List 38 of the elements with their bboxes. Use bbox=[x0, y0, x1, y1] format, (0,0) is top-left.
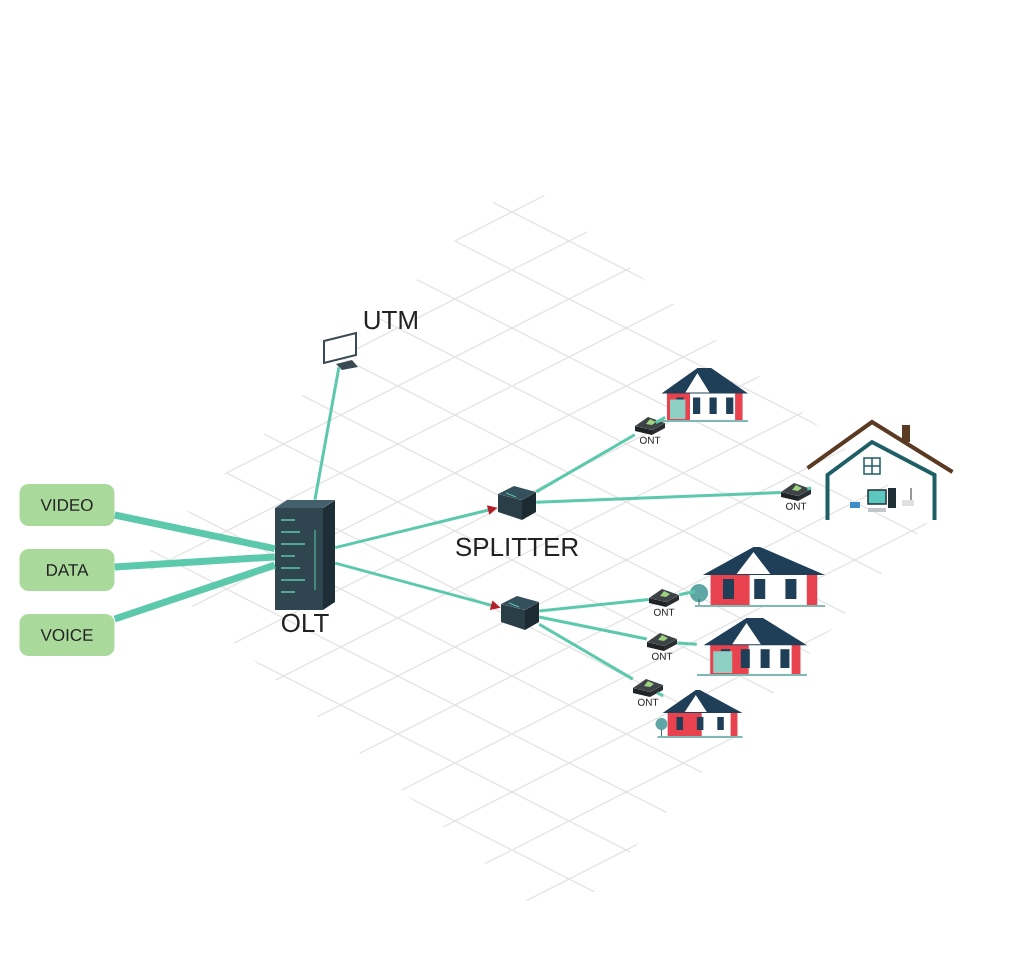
node-label: ONT bbox=[639, 436, 661, 444]
node-label: ONT bbox=[651, 652, 673, 660]
ont-device-drawing: ONT bbox=[633, 679, 663, 706]
connector-line bbox=[806, 486, 812, 491]
node-label: ONT bbox=[653, 608, 675, 616]
connector-line bbox=[655, 415, 666, 424]
connector-line bbox=[538, 615, 648, 641]
label-box: DATA bbox=[19, 549, 115, 591]
monitor-drawing: UTM bbox=[323, 311, 417, 370]
connector-line bbox=[114, 553, 276, 571]
connector-line bbox=[539, 598, 649, 613]
node-label: OLT bbox=[281, 613, 329, 633]
connector-line bbox=[113, 561, 276, 623]
splitter-drawing bbox=[501, 596, 539, 630]
connector-line bbox=[656, 691, 664, 698]
ont-device-drawing: ONT bbox=[781, 483, 811, 510]
ont-device-drawing: ONT bbox=[649, 589, 679, 616]
server-drawing: OLT bbox=[275, 500, 335, 633]
house-outline-drawing bbox=[806, 419, 954, 520]
connector-line bbox=[677, 641, 697, 646]
connector-line bbox=[536, 491, 781, 504]
house-drawing bbox=[689, 547, 826, 607]
connector-line bbox=[678, 590, 696, 597]
house-drawing bbox=[655, 368, 749, 422]
ont-device-drawing: ONT bbox=[635, 417, 665, 444]
node-label: ONT bbox=[637, 698, 659, 706]
connector-line bbox=[114, 511, 276, 553]
label-box: VIDEO bbox=[19, 484, 115, 526]
connector-line bbox=[538, 622, 634, 681]
connector-line bbox=[535, 433, 636, 494]
splitter-drawing: SPLITTER bbox=[456, 486, 578, 557]
label-box: VOICE bbox=[19, 614, 115, 656]
node-label: UTM bbox=[364, 311, 417, 330]
node-label: ONT bbox=[785, 502, 807, 510]
house-drawing bbox=[696, 618, 808, 676]
connector-line bbox=[313, 366, 341, 501]
ont-device-drawing: ONT bbox=[647, 633, 677, 660]
node-label: SPLITTER bbox=[456, 537, 578, 557]
